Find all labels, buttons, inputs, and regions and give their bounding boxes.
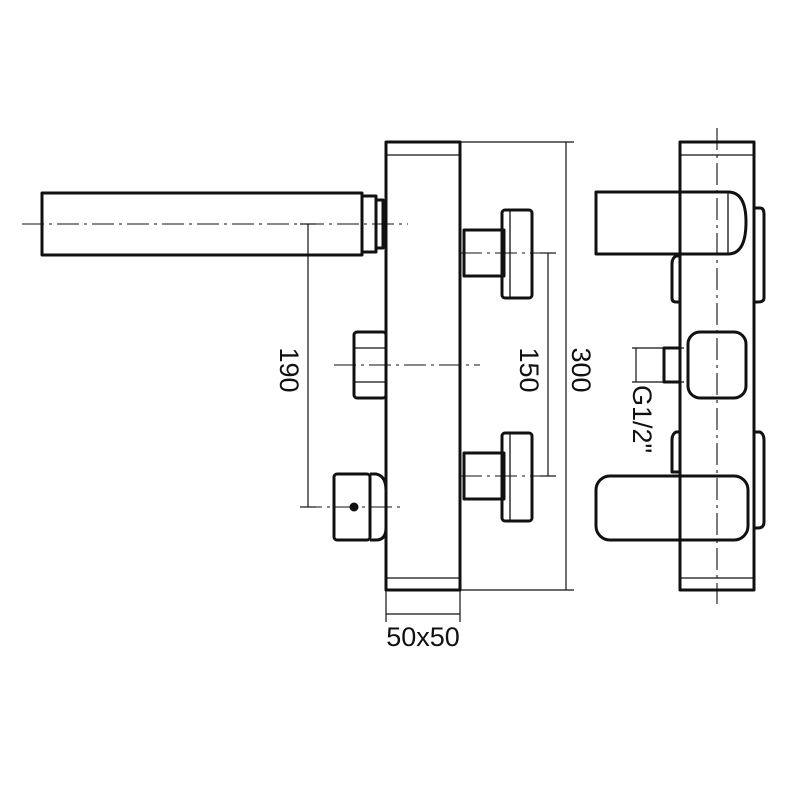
- dimensions: 190 150 300 50x50 G1/2": [274, 141, 684, 652]
- side-diverter-knob: [686, 330, 748, 400]
- side-lever-handle: [594, 474, 750, 542]
- lower-inlet-nut: [500, 431, 534, 523]
- side-spout-bracket: [754, 206, 766, 304]
- upper-inlet-nut: [500, 208, 534, 300]
- handle-cap: [370, 472, 388, 542]
- dim-body-height: 300: [566, 347, 596, 392]
- dim-inlet-spacing: 150: [514, 347, 544, 392]
- mixer-body: [384, 140, 462, 592]
- side-spout: [594, 190, 748, 256]
- dim-body-section: 50x50: [386, 622, 460, 652]
- front-view: [22, 140, 548, 592]
- side-view: [594, 128, 766, 604]
- dim-handle-spacing: 190: [274, 347, 304, 392]
- dim-connection-thread: G1/2": [627, 385, 657, 453]
- side-inlet-stub: [662, 346, 682, 384]
